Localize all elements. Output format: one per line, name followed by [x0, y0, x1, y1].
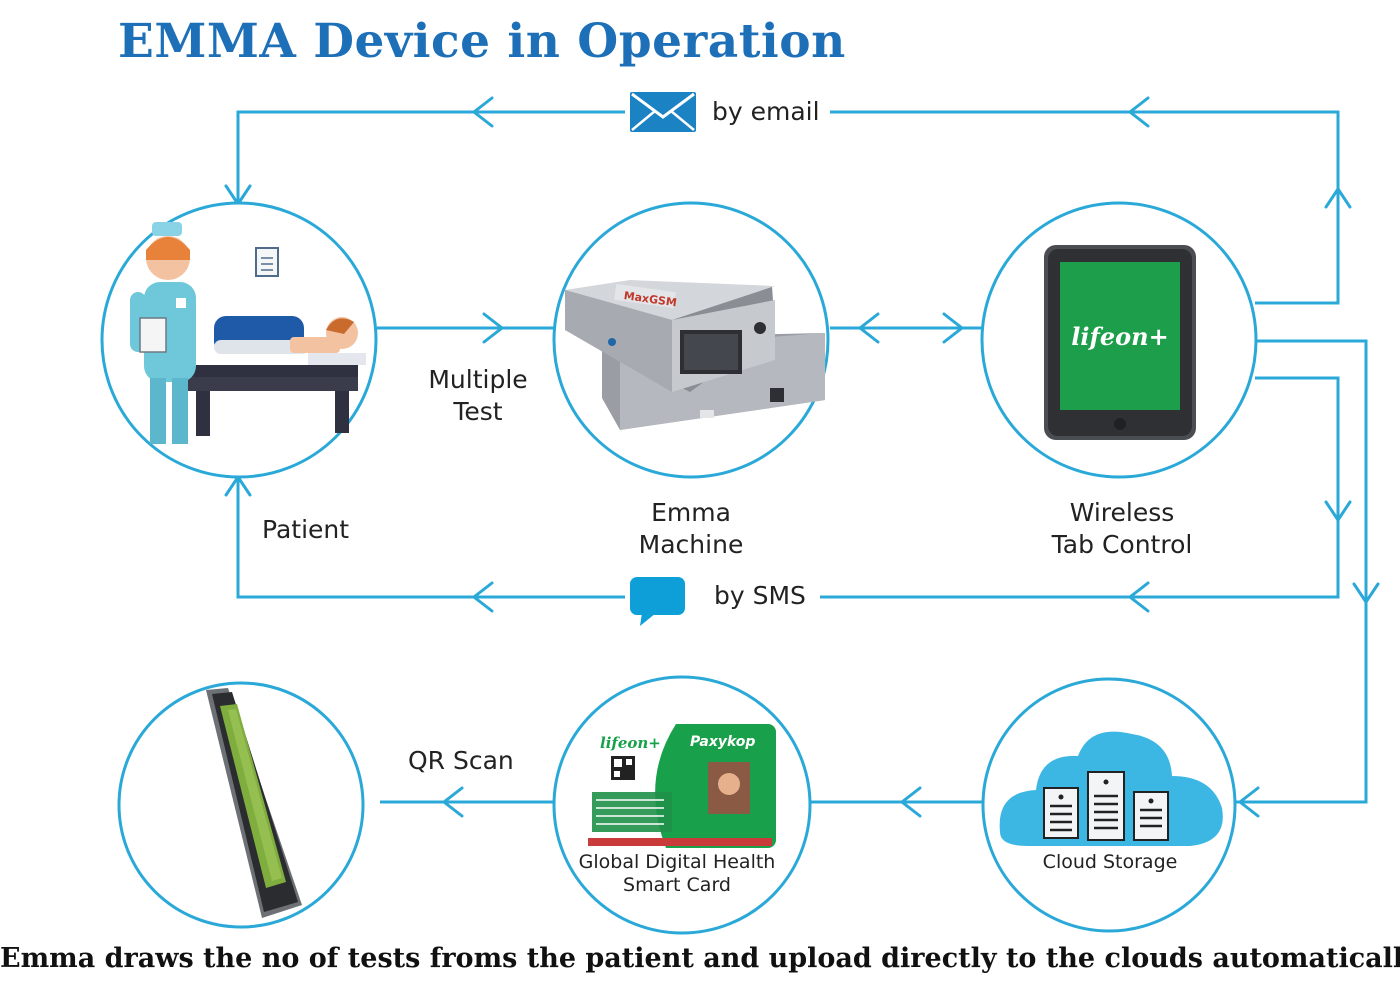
chevron-left-icon — [441, 786, 464, 818]
smart-card-label: Global Digital Health Smart Card — [578, 851, 776, 896]
chevron-left-icon — [857, 312, 880, 344]
cloud-illustration — [999, 731, 1223, 846]
chevron-left-icon — [471, 581, 494, 613]
footer-caption: Emma draws the no of tests froms the pat… — [0, 943, 1400, 974]
chevron-left-icon — [899, 786, 922, 818]
chevron-right-icon — [482, 312, 505, 344]
chevron-left-icon — [1237, 786, 1260, 818]
multiple-test-label: Multiple Test — [428, 365, 528, 426]
by-sms-label: by SMS — [714, 581, 806, 610]
cloud-line — [1235, 339, 1368, 804]
chevron-down-icon — [1352, 582, 1380, 605]
chevron-left-icon — [1127, 581, 1150, 613]
qr-scan-label: QR Scan — [408, 746, 514, 775]
card-logo: lifeon+ — [600, 734, 661, 752]
sms-line-left — [236, 478, 625, 599]
email-line — [830, 110, 1340, 305]
chevron-down-icon — [1324, 500, 1352, 523]
patient-label: Patient — [262, 515, 350, 544]
phone-tablet-illustration — [206, 688, 302, 918]
wireless-tab-label: Wireless Tab Control — [1051, 498, 1193, 559]
chevron-up-icon — [1324, 186, 1352, 209]
page-title: EMMA Device in Operation — [118, 14, 846, 69]
by-email-label: by email — [712, 97, 820, 126]
tab-control-illustration: lifeon+ — [1044, 245, 1196, 440]
tablet-logo: lifeon+ — [1071, 322, 1168, 351]
chevron-right-icon — [942, 312, 965, 344]
connector-lines — [236, 110, 1368, 804]
sms-line — [820, 376, 1340, 599]
smart-card-illustration: lifeon+ Paxykop — [584, 724, 776, 848]
email-icon — [630, 92, 696, 132]
chevron-left-icon — [1127, 96, 1150, 128]
card-brand: Paxykop — [690, 734, 755, 750]
chevron-left-icon — [471, 96, 494, 128]
arrowheads — [224, 96, 1380, 818]
email-line-left — [236, 110, 625, 205]
cloud-storage-label: Cloud Storage — [1042, 851, 1178, 873]
sms-bubble-icon — [630, 577, 685, 626]
patient-illustration — [130, 222, 366, 444]
emma-machine-illustration: MaxGSM — [565, 280, 825, 430]
emma-machine-label: Emma Machine — [638, 498, 744, 559]
